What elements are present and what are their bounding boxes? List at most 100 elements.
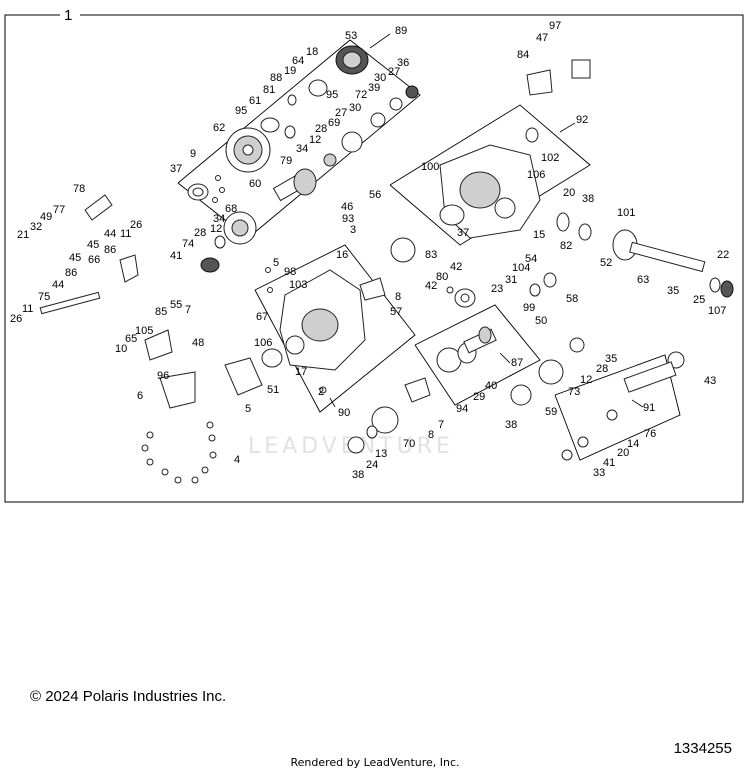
callout-label: 45 [69, 252, 81, 264]
callout-label: 105 [135, 325, 153, 337]
callout-label: 11 [120, 228, 131, 240]
callout-label: 34 [296, 143, 308, 155]
callout-label: 75 [38, 291, 50, 303]
callout-label: 4 [234, 454, 240, 466]
callout-label: 49 [40, 211, 52, 223]
callout-label: 36 [397, 57, 409, 69]
callout-label: 26 [130, 219, 142, 231]
callout-label: 51 [267, 384, 279, 396]
group-box-91 [554, 354, 681, 461]
lower-shafts [347, 272, 685, 461]
callout-label: 38 [352, 469, 364, 481]
callout-label: 85 [155, 306, 167, 318]
callout-label: 70 [403, 438, 415, 450]
callout-label: 84 [517, 49, 529, 61]
callout-label: 20 [617, 447, 629, 459]
callout-label: 73 [568, 386, 580, 398]
callout-label: 28 [596, 363, 608, 375]
callout-label: 92 [576, 114, 588, 126]
callout-label: 106 [527, 169, 545, 181]
callout-label: 38 [582, 193, 594, 205]
callout-label: 44 [104, 228, 116, 240]
callout-label: 53 [345, 30, 357, 42]
shift-linkage [39, 194, 196, 409]
callout-label: 65 [125, 333, 137, 345]
callout-label: 20 [563, 187, 575, 199]
callout-label: 96 [157, 370, 169, 382]
callout-label: 27 [335, 107, 347, 119]
diagram-frame [4, 14, 744, 503]
frame-label: 1 [64, 7, 72, 24]
callout-label: 45 [87, 239, 99, 251]
callout-label: 9 [190, 148, 196, 160]
callout-label: 34 [213, 213, 225, 225]
callout-label: 68 [225, 203, 237, 215]
callout-label: 106 [254, 337, 272, 349]
callout-label: 59 [545, 406, 557, 418]
callout-label: 103 [289, 279, 307, 291]
callout-label: 44 [52, 279, 64, 291]
callout-label: 42 [450, 261, 462, 273]
callout-label: 30 [349, 102, 361, 114]
callout-label: 7 [438, 419, 444, 431]
loose-fasteners [141, 175, 327, 484]
upper-gear-train [187, 45, 419, 273]
callout-label: 102 [541, 152, 559, 164]
callout-label: 21 [17, 229, 29, 241]
callout-label: 43 [704, 375, 716, 387]
callout-label: 19 [284, 65, 296, 77]
callout-label: 62 [213, 122, 225, 134]
callout-label: 101 [617, 207, 635, 219]
callout-label: 42 [425, 280, 437, 292]
callout-label: 76 [644, 428, 656, 440]
callout-label: 86 [65, 267, 77, 279]
callout-label: 47 [536, 32, 548, 44]
callout-label: 12 [210, 223, 222, 235]
callout-label: 24 [366, 459, 378, 471]
group-leaders [329, 33, 644, 408]
callout-label: 48 [192, 337, 204, 349]
callout-label: 55 [170, 299, 182, 311]
callout-label: 89 [395, 25, 407, 37]
callout-label: 23 [491, 283, 503, 295]
callout-label: 99 [523, 302, 535, 314]
callout-label: 28 [194, 227, 206, 239]
callout-label: 86 [104, 244, 116, 256]
callout-label: 87 [511, 357, 523, 369]
callout-label: 35 [605, 353, 617, 365]
callout-label: 104 [512, 262, 530, 274]
callout-label: 39 [368, 82, 380, 94]
callout-label: 8 [395, 291, 401, 303]
main-housing-lower [224, 237, 416, 396]
callout-label: 97 [549, 20, 561, 32]
group-box-89 [177, 39, 421, 239]
callout-label: 30 [374, 72, 386, 84]
callout-label: 95 [235, 105, 247, 117]
callout-label: 107 [708, 305, 726, 317]
callout-label: 95 [326, 89, 338, 101]
callout-label: 82 [560, 240, 572, 252]
callout-label: 78 [73, 183, 85, 195]
callout-label: 54 [525, 253, 537, 265]
callout-label: 6 [137, 390, 143, 402]
callout-label: 80 [436, 271, 448, 283]
callout-label: 64 [292, 55, 304, 67]
callout-label: 37 [170, 163, 182, 175]
callout-label: 100 [421, 161, 439, 173]
callout-label: 2 [318, 386, 324, 398]
callout-label: 93 [342, 213, 354, 225]
callout-label: 77 [53, 204, 65, 216]
callout-label: 31 [505, 274, 517, 286]
callout-label: 26 [10, 313, 22, 325]
callout-label: 25 [693, 294, 705, 306]
rendered-by-credit: Rendered by LeadVenture, Inc. [290, 756, 460, 769]
callout-label: 41 [603, 457, 615, 469]
callout-label: 5 [245, 403, 251, 415]
callout-label: 11 [22, 303, 33, 315]
group-box-90 [254, 244, 416, 413]
group-box-92 [389, 104, 591, 246]
callout-label: 66 [88, 254, 100, 266]
callout-label: 56 [369, 189, 381, 201]
callout-label: 7 [185, 304, 191, 316]
callout-label: 58 [566, 293, 578, 305]
